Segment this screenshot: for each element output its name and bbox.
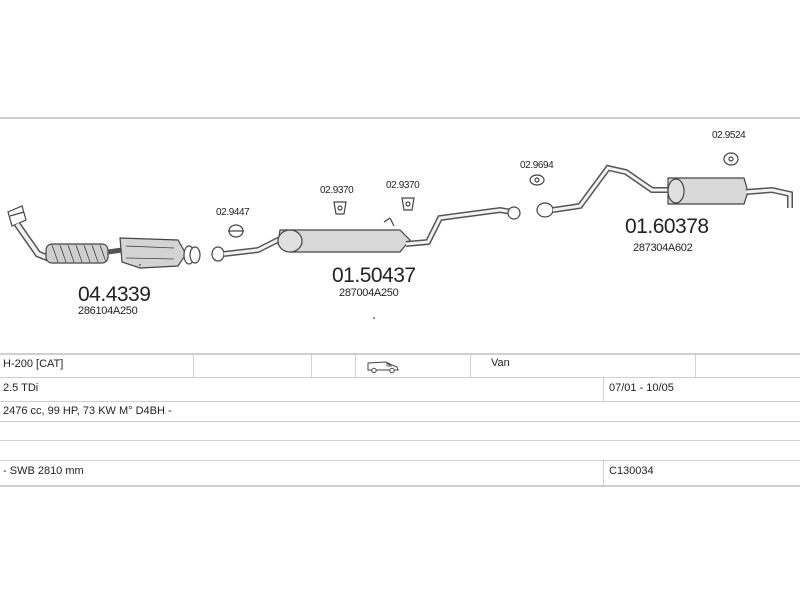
wheelbase: - SWB 2810 mm	[3, 465, 84, 477]
table-row-divider	[0, 440, 800, 441]
middle-silencer-part	[211, 206, 521, 262]
rear-part-code: 01.60378	[625, 215, 709, 238]
catalog-code: C130034	[609, 465, 654, 477]
front-part-code: 04.4339	[78, 283, 151, 306]
diagram-top-border	[0, 117, 800, 119]
hanger-02-9694	[529, 174, 545, 186]
rear-part-oem: 287304A602	[633, 242, 693, 254]
table-col-divider	[311, 354, 312, 377]
table-col-divider	[193, 354, 194, 377]
table-top-border	[0, 353, 800, 355]
middle-part-code: 01.50437	[332, 264, 416, 287]
marker-dot	[139, 264, 141, 266]
hanger-mid-right-code: 02.9370	[386, 180, 420, 191]
marker-dot	[373, 317, 375, 319]
table-col-divider	[603, 378, 604, 401]
table-col-divider	[470, 354, 471, 377]
table-col-divider	[695, 354, 696, 377]
table-row-divider	[0, 460, 800, 461]
hanger-02-9370-right	[401, 197, 415, 211]
middle-part-oem: 287004A250	[339, 287, 399, 299]
hanger-rear-left-code: 02.9694	[520, 160, 554, 171]
front-pipe-part	[7, 205, 201, 269]
table-col-divider	[355, 354, 356, 377]
table-row-divider	[0, 377, 800, 378]
hanger-rear-right-code: 02.9524	[712, 130, 746, 141]
vehicle-model: H-200 [CAT]	[3, 358, 64, 370]
clamp-02-9447	[228, 224, 244, 238]
table-bottom-border	[0, 485, 800, 487]
production-period: 07/01 - 10/05	[609, 382, 674, 394]
table-row-divider	[0, 421, 800, 422]
hanger-02-9370-left	[333, 201, 347, 215]
table-col-divider	[603, 461, 604, 485]
hanger-02-9524	[723, 152, 739, 166]
engine-details: 2476 cc, 99 HP, 73 KW M° D4BH -	[3, 405, 172, 417]
clamp-02-9447-code: 02.9447	[216, 207, 250, 218]
engine: 2.5 TDi	[3, 382, 39, 394]
table-row-divider	[0, 401, 800, 402]
front-part-oem: 286104A250	[78, 305, 138, 317]
rear-silencer-part	[536, 164, 793, 218]
van-icon	[367, 361, 399, 374]
hanger-mid-left-code: 02.9370	[320, 185, 354, 196]
body-type: Van	[491, 357, 510, 369]
